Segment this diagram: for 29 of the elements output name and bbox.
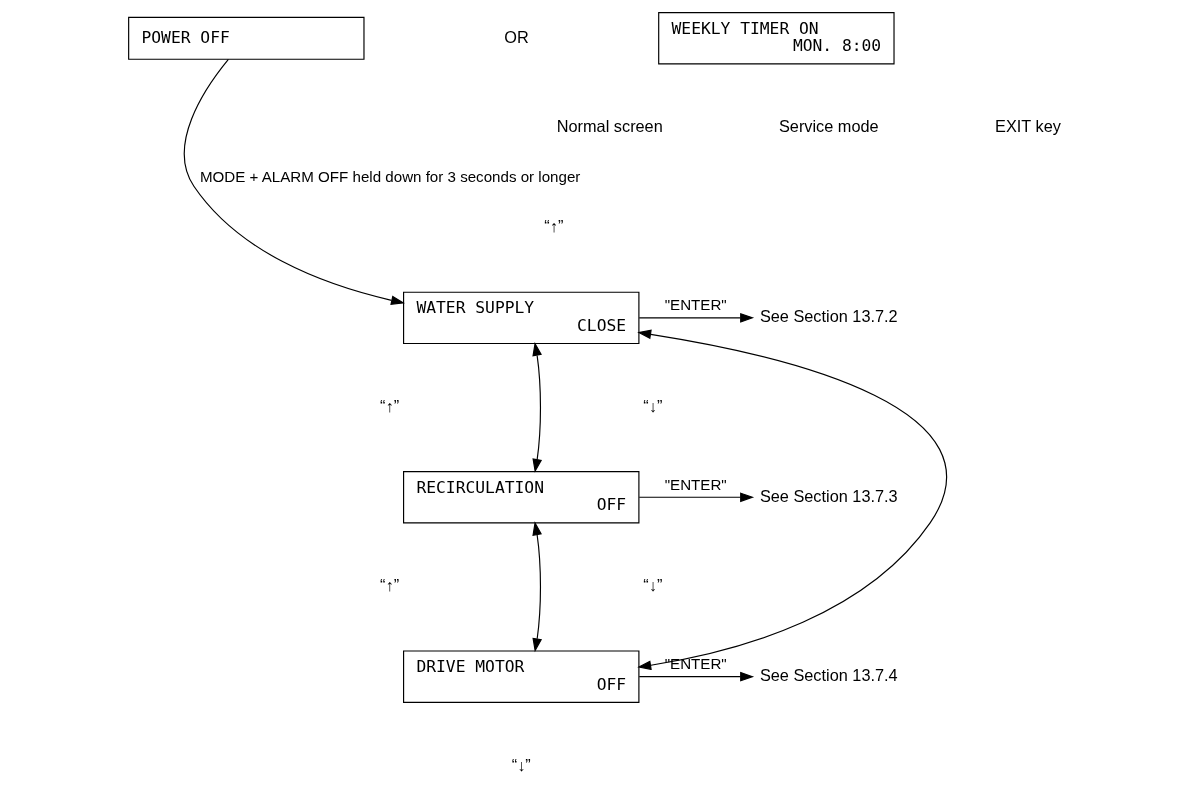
label: “↓” bbox=[643, 576, 663, 595]
label: OR bbox=[504, 27, 529, 46]
node-box: DRIVE MOTOR OFF bbox=[403, 650, 640, 703]
edge-label: MODE + ALARM OFF held down for 3 seconds or longer bbox=[199, 168, 581, 186]
arrow bbox=[638, 492, 755, 503]
label: “↑” bbox=[380, 576, 400, 595]
arrow bbox=[638, 313, 755, 323]
arrow bbox=[637, 329, 947, 671]
label: “↓” bbox=[511, 755, 531, 774]
label: Service mode bbox=[778, 117, 879, 136]
label: “↓” bbox=[643, 396, 663, 415]
label: “↑” bbox=[544, 217, 564, 236]
label: Normal screen bbox=[556, 117, 663, 136]
node-text: See Section 13.7.4 bbox=[759, 665, 898, 684]
label: EXIT key bbox=[995, 117, 1061, 136]
label: “↑” bbox=[380, 396, 400, 415]
node-box: POWER OFF bbox=[128, 16, 365, 60]
arrow bbox=[532, 521, 543, 653]
arrow bbox=[532, 341, 543, 473]
edge-label: "ENTER" bbox=[664, 475, 727, 493]
node-box: RECIRCULATION OFF bbox=[403, 471, 640, 524]
node-box: WATER SUPPLY CLOSE bbox=[403, 291, 640, 345]
edge-label: "ENTER" bbox=[664, 654, 727, 672]
node-text: See Section 13.7.3 bbox=[759, 486, 898, 505]
node-text: See Section 13.7.2 bbox=[759, 307, 898, 326]
arrow bbox=[638, 671, 755, 682]
edge-label: "ENTER" bbox=[664, 296, 727, 314]
node-box: WEEKLY TIMER ON MON. 8:00 bbox=[658, 12, 895, 65]
arrow bbox=[183, 58, 405, 306]
